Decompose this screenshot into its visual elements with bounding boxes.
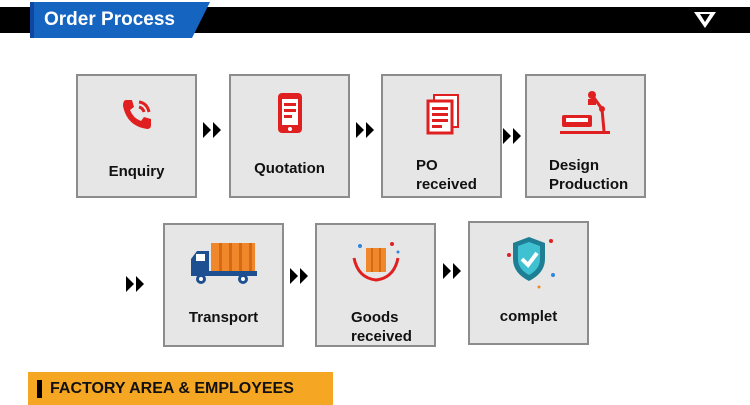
- menu-toggle-button[interactable]: [690, 9, 720, 31]
- document-phone-icon: [231, 84, 348, 144]
- step-label: Quotation: [254, 160, 325, 177]
- shield-check-icon: [470, 231, 587, 291]
- box-in-hands-icon: [317, 233, 434, 293]
- phone-icon: [78, 84, 195, 144]
- step-card-goods-received: Goods received: [315, 223, 436, 347]
- banner-accent-bar: [37, 380, 42, 398]
- step-label: Transport: [188, 309, 259, 326]
- double-chevron-right-icon: [503, 128, 521, 144]
- double-chevron-right-icon: [203, 122, 221, 138]
- factory-section-banner: FACTORY AREA & EMPLOYEES: [28, 372, 333, 405]
- double-chevron-right-icon: [443, 263, 461, 279]
- documents-icon: [383, 84, 500, 144]
- robotic-arm-icon: [527, 84, 644, 144]
- step-card-transport: Transport: [163, 223, 284, 347]
- section-heading: FACTORY AREA & EMPLOYEES: [50, 379, 294, 397]
- step-card-enquiry: Enquiry: [76, 74, 197, 198]
- step-card-design-production: Design Production: [525, 74, 646, 198]
- step-card-complete: complet: [468, 221, 589, 345]
- step-label: Enquiry: [108, 163, 165, 180]
- step-label: Design Production: [549, 157, 629, 193]
- section-title-tab: Order Process: [30, 2, 210, 38]
- step-label: PO received: [416, 157, 477, 193]
- chevron-down-icon: [694, 12, 716, 28]
- truck-icon: [165, 233, 282, 293]
- step-card-quotation: Quotation: [229, 74, 350, 198]
- double-chevron-right-icon: [290, 268, 308, 284]
- step-card-po-received: PO received: [381, 74, 502, 198]
- page-title: Order Process: [44, 9, 175, 30]
- step-label: Goods received: [351, 309, 412, 345]
- step-label: complet: [499, 308, 558, 325]
- double-chevron-right-icon: [126, 276, 144, 292]
- double-chevron-right-icon: [356, 122, 374, 138]
